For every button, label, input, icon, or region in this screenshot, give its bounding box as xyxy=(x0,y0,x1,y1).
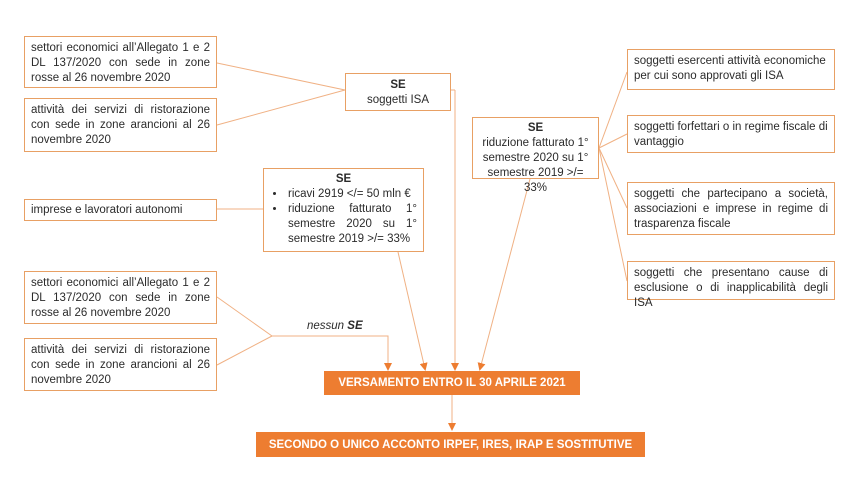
se-title: SE xyxy=(390,79,406,91)
connector-line xyxy=(598,71,628,149)
condition-box-imprese: imprese e lavoratori autonomi xyxy=(24,199,217,221)
se-title: SE xyxy=(335,173,352,185)
se-text: riduzione fatturato 1° semestre 2020 su … xyxy=(482,137,589,194)
right-box-esclusione: soggetti che presentano cause di esclusi… xyxy=(627,261,835,309)
right-box-forfettari: soggetti forfettari o in regime fiscale … xyxy=(627,115,835,153)
connector-line xyxy=(216,89,346,126)
condition-box-zone-rosse-2: settori economici all’Allegato 1 e 2 DL … xyxy=(24,271,217,324)
nessun-prefix: nessun xyxy=(307,320,345,332)
versamento-box: VERSAMENTO ENTRO IL 30 APRILE 2021 xyxy=(324,371,580,395)
se-ricavi-list: ricavi 2919 </= 50 mln € riduzione fattu… xyxy=(270,187,417,247)
connector-line xyxy=(598,147,628,282)
connector-arrow xyxy=(272,335,392,371)
connector-line xyxy=(216,62,346,91)
condition-box-ristorazione: attività dei servizi di ristorazione con… xyxy=(24,98,217,152)
se-ricavi-box: SE ricavi 2919 </= 50 mln € riduzione fa… xyxy=(263,168,424,252)
se-text: soggetti ISA xyxy=(366,94,429,106)
se-soggetti-isa-box: SE soggetti ISA xyxy=(345,73,451,111)
acconto-box: SECONDO O UNICO ACCONTO IRPEF, IRES, IRA… xyxy=(256,432,645,457)
connector-line xyxy=(598,133,628,149)
connector-line xyxy=(598,147,628,209)
condition-box-ristorazione-2: attività dei servizi di ristorazione con… xyxy=(24,338,217,391)
right-box-isa: soggetti esercenti attività economiche p… xyxy=(627,49,835,90)
se-title: SE xyxy=(527,122,544,134)
connector-arrow xyxy=(397,251,428,371)
connector-line xyxy=(216,296,273,337)
se-riduzione-box: SE riduzione fatturato 1° semestre 2020 … xyxy=(472,117,599,194)
right-box-trasparenza: soggetti che partecipano a società, asso… xyxy=(627,182,835,235)
connector-line xyxy=(216,335,273,366)
nessun-strong: SE xyxy=(347,320,363,332)
nessun-se-label: nessun SE xyxy=(307,320,363,332)
se-ricavi-item: riduzione fatturato 1° semestre 2020 su … xyxy=(286,202,417,247)
connector-arrow xyxy=(477,178,531,371)
condition-box-zone-rosse: settori economici all’Allegato 1 e 2 DL … xyxy=(24,36,217,88)
se-ricavi-item: ricavi 2919 </= 50 mln € xyxy=(286,187,417,202)
